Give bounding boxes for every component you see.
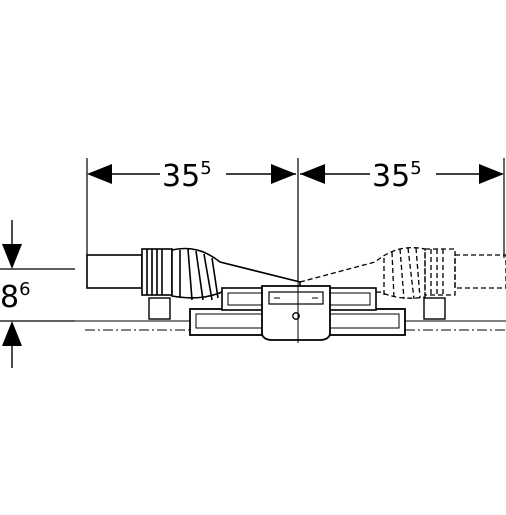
support-foot-right — [423, 297, 446, 320]
pipe-end-left — [86, 254, 143, 289]
arrow-head-icon — [271, 164, 296, 184]
height-main: 8 — [0, 280, 19, 315]
left-width-main: 35 — [162, 159, 200, 194]
height-label: 86 — [0, 279, 31, 315]
right-drain-pipe — [299, 247, 506, 300]
vertical-dimension — [0, 220, 75, 368]
left-width-label: 355 — [162, 158, 212, 194]
dimension-arrows-right — [300, 164, 504, 184]
left-width-sup: 5 — [200, 158, 211, 179]
height-sup: 6 — [19, 279, 30, 300]
right-width-sup: 5 — [410, 158, 421, 179]
support-foot-left — [148, 297, 171, 320]
dimension-arrows-left — [87, 164, 296, 184]
arrow-head-icon — [87, 164, 112, 184]
right-width-label: 355 — [372, 158, 422, 194]
right-width-main: 35 — [372, 159, 410, 194]
arrow-head-icon — [479, 164, 504, 184]
arrow-head-icon — [2, 244, 22, 269]
arrow-head-icon — [300, 164, 325, 184]
axis-lines — [75, 320, 506, 331]
arrow-head-icon — [2, 321, 22, 346]
